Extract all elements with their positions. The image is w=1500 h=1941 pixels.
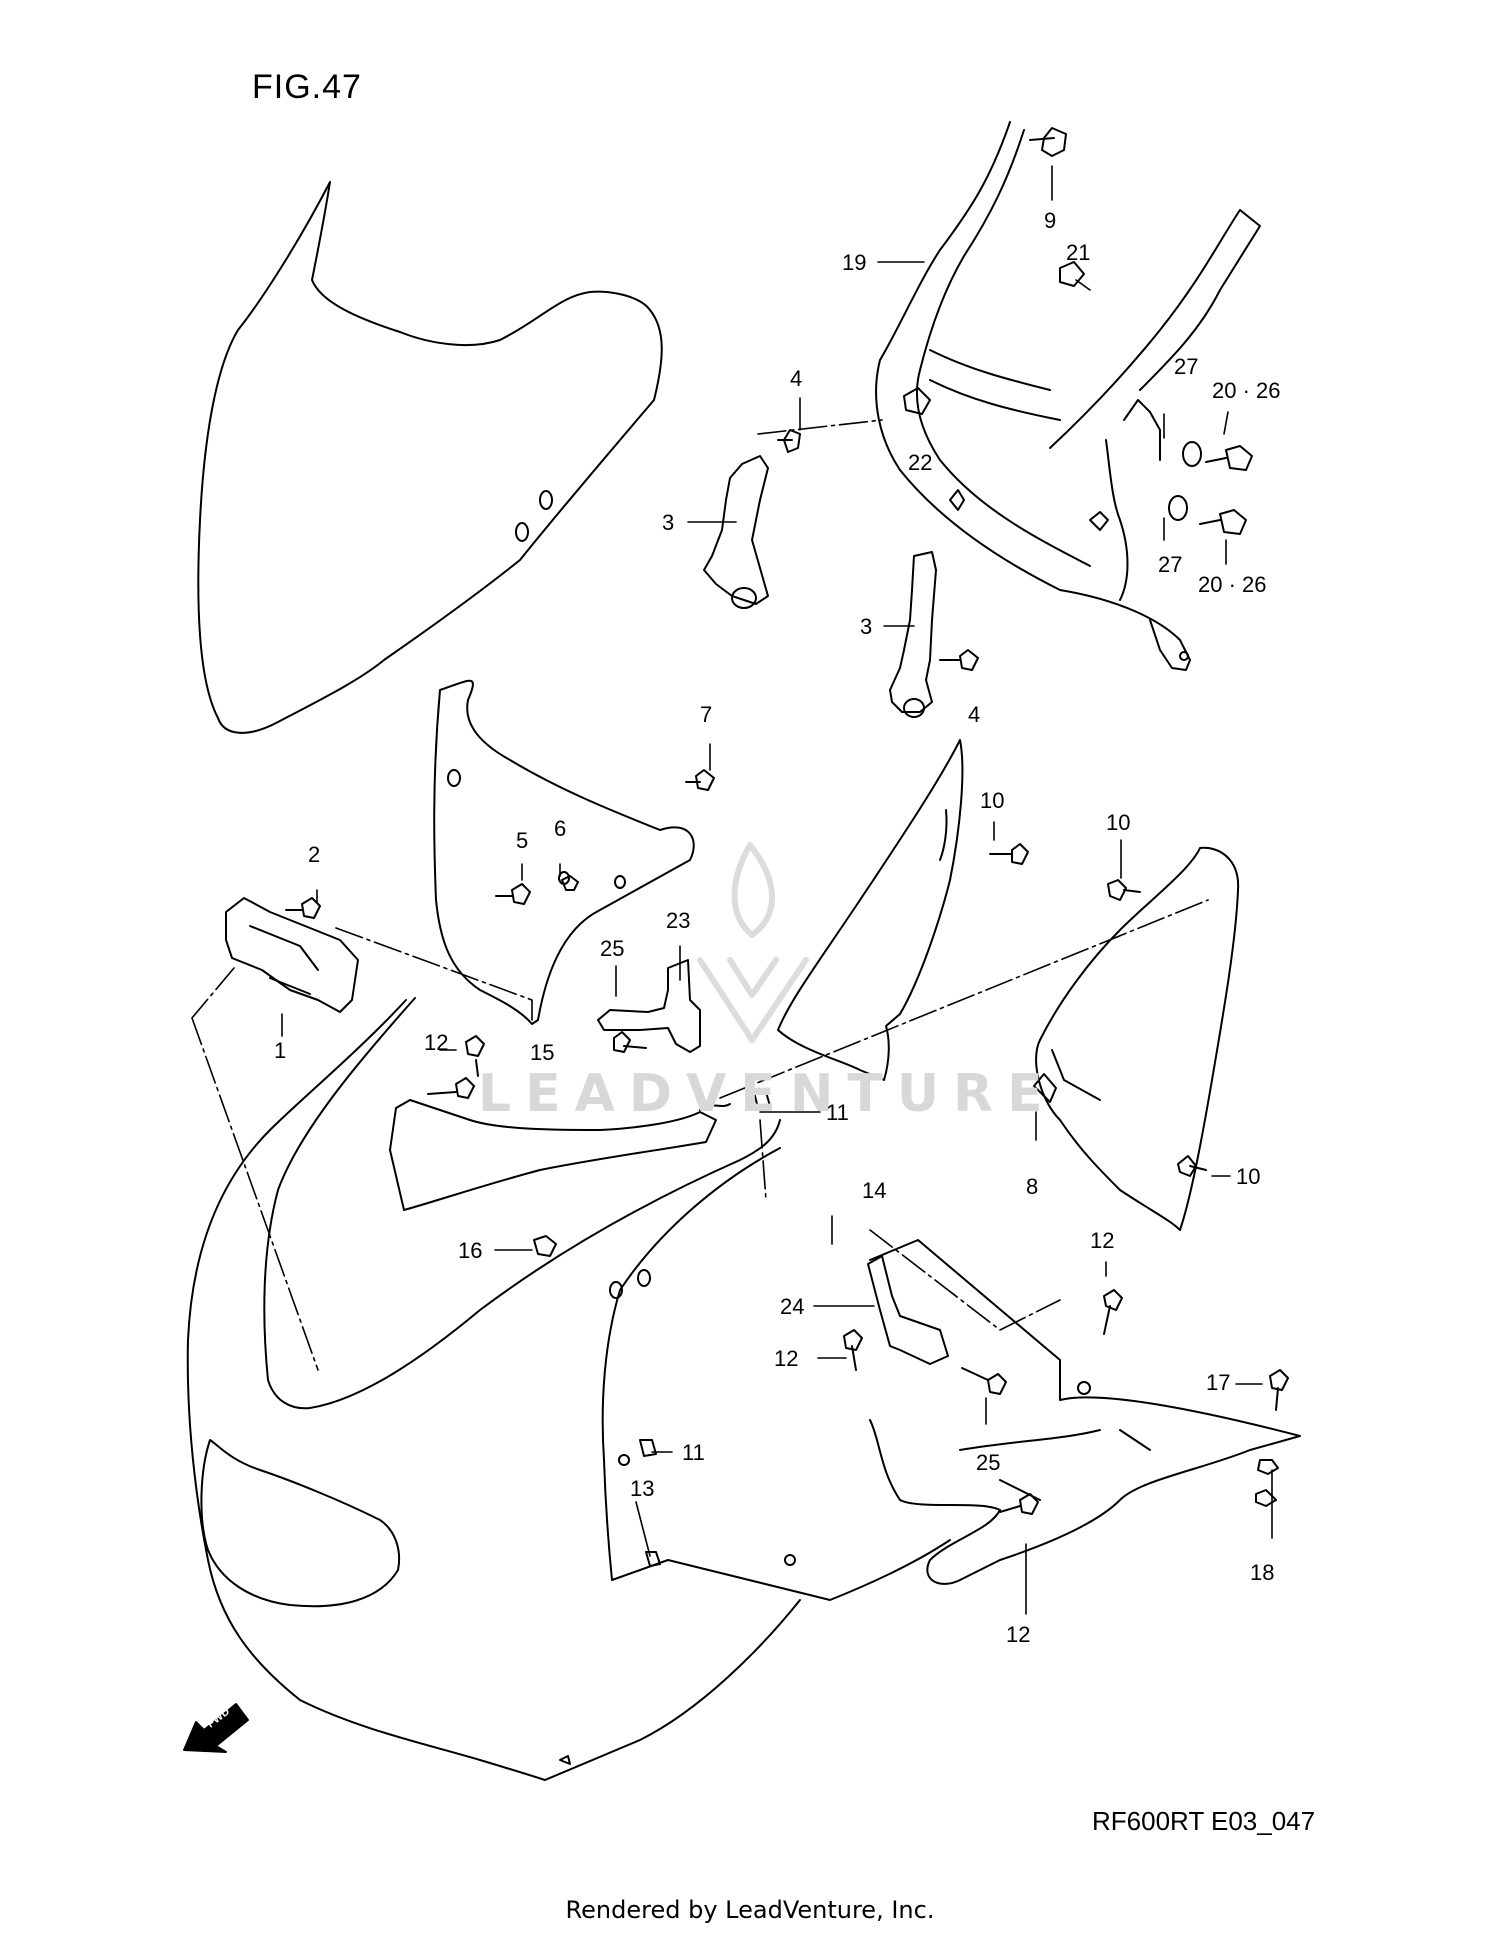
watermark-text: LEADVENTURE bbox=[478, 1064, 1057, 1124]
callout-4: 4 bbox=[968, 702, 981, 727]
callout-12: 12 bbox=[424, 1030, 449, 1055]
callout-11: 11 bbox=[826, 1100, 849, 1125]
callout-10: 10 bbox=[1236, 1164, 1261, 1189]
callout-12: 12 bbox=[1006, 1622, 1031, 1647]
bracket-23 bbox=[597, 959, 701, 1053]
figure-title: FIG.47 bbox=[252, 68, 362, 106]
inner-panel-right bbox=[777, 739, 964, 1081]
callout-7: 7 bbox=[700, 702, 713, 727]
inner-panel-left bbox=[389, 1099, 717, 1211]
mount-bracket-3b bbox=[889, 551, 937, 713]
watermark-logo bbox=[697, 842, 809, 1043]
callout-11: 11 bbox=[682, 1440, 705, 1465]
callout-21: 21 bbox=[1066, 240, 1091, 265]
upper-fairing-main bbox=[186, 999, 801, 1781]
callout-13: 13 bbox=[630, 1476, 655, 1501]
inner-panel-center bbox=[433, 679, 695, 1025]
lower-side-panel bbox=[601, 1147, 951, 1601]
leader-lines bbox=[191, 419, 1209, 1371]
bracket-1 bbox=[225, 897, 359, 1013]
callout-10: 10 bbox=[1106, 810, 1131, 835]
callout-18: 18 bbox=[1250, 1560, 1275, 1585]
callout-27: 27 bbox=[1174, 354, 1199, 379]
callout-1: 1 bbox=[274, 1038, 287, 1063]
side-fairing-right bbox=[1035, 846, 1240, 1231]
fwd-arrow bbox=[183, 1703, 249, 1753]
callout-6: 6 bbox=[554, 816, 567, 841]
callout-20-26: 20 · 26 bbox=[1198, 572, 1267, 597]
callout-10: 10 bbox=[980, 788, 1005, 813]
mount-bracket-3a bbox=[703, 455, 769, 605]
bracket-24 bbox=[867, 1255, 949, 1365]
footer-credit: Rendered by LeadVenture, Inc. bbox=[565, 1896, 935, 1924]
callout-27: 27 bbox=[1158, 552, 1183, 577]
callout-3: 3 bbox=[860, 614, 873, 639]
upper-fairing-inner-edge bbox=[263, 997, 781, 1410]
callout-19: 19 bbox=[842, 250, 867, 275]
callout-20-26: 20 · 26 bbox=[1212, 378, 1281, 403]
callout-2: 2 bbox=[308, 842, 321, 867]
under-cowl bbox=[869, 1239, 1301, 1585]
callout-23: 23 bbox=[666, 908, 691, 933]
callout-12: 12 bbox=[1090, 1228, 1115, 1253]
diagram-id: RF600RT E03_047 bbox=[1092, 1806, 1316, 1836]
headlight-opening bbox=[200, 1439, 400, 1608]
callout-16: 16 bbox=[458, 1238, 483, 1263]
callout-3: 3 bbox=[662, 510, 675, 535]
windscreen bbox=[197, 181, 663, 734]
callout-12: 12 bbox=[774, 1346, 799, 1371]
callout-leaders bbox=[281, 165, 1273, 1615]
callout-25: 25 bbox=[600, 936, 625, 961]
fairing-stay bbox=[875, 121, 1261, 671]
callout-25: 25 bbox=[976, 1450, 1001, 1475]
callout-15: 15 bbox=[530, 1040, 555, 1065]
callout-24: 24 bbox=[780, 1294, 805, 1319]
callout-4: 4 bbox=[790, 366, 803, 391]
callout-22: 22 bbox=[908, 450, 933, 475]
callout-17: 17 bbox=[1206, 1370, 1231, 1395]
callout-8: 8 bbox=[1026, 1174, 1039, 1199]
fasteners bbox=[285, 127, 1289, 1567]
callout-14: 14 bbox=[862, 1178, 887, 1203]
callout-5: 5 bbox=[516, 828, 529, 853]
callout-9: 9 bbox=[1044, 208, 1057, 233]
